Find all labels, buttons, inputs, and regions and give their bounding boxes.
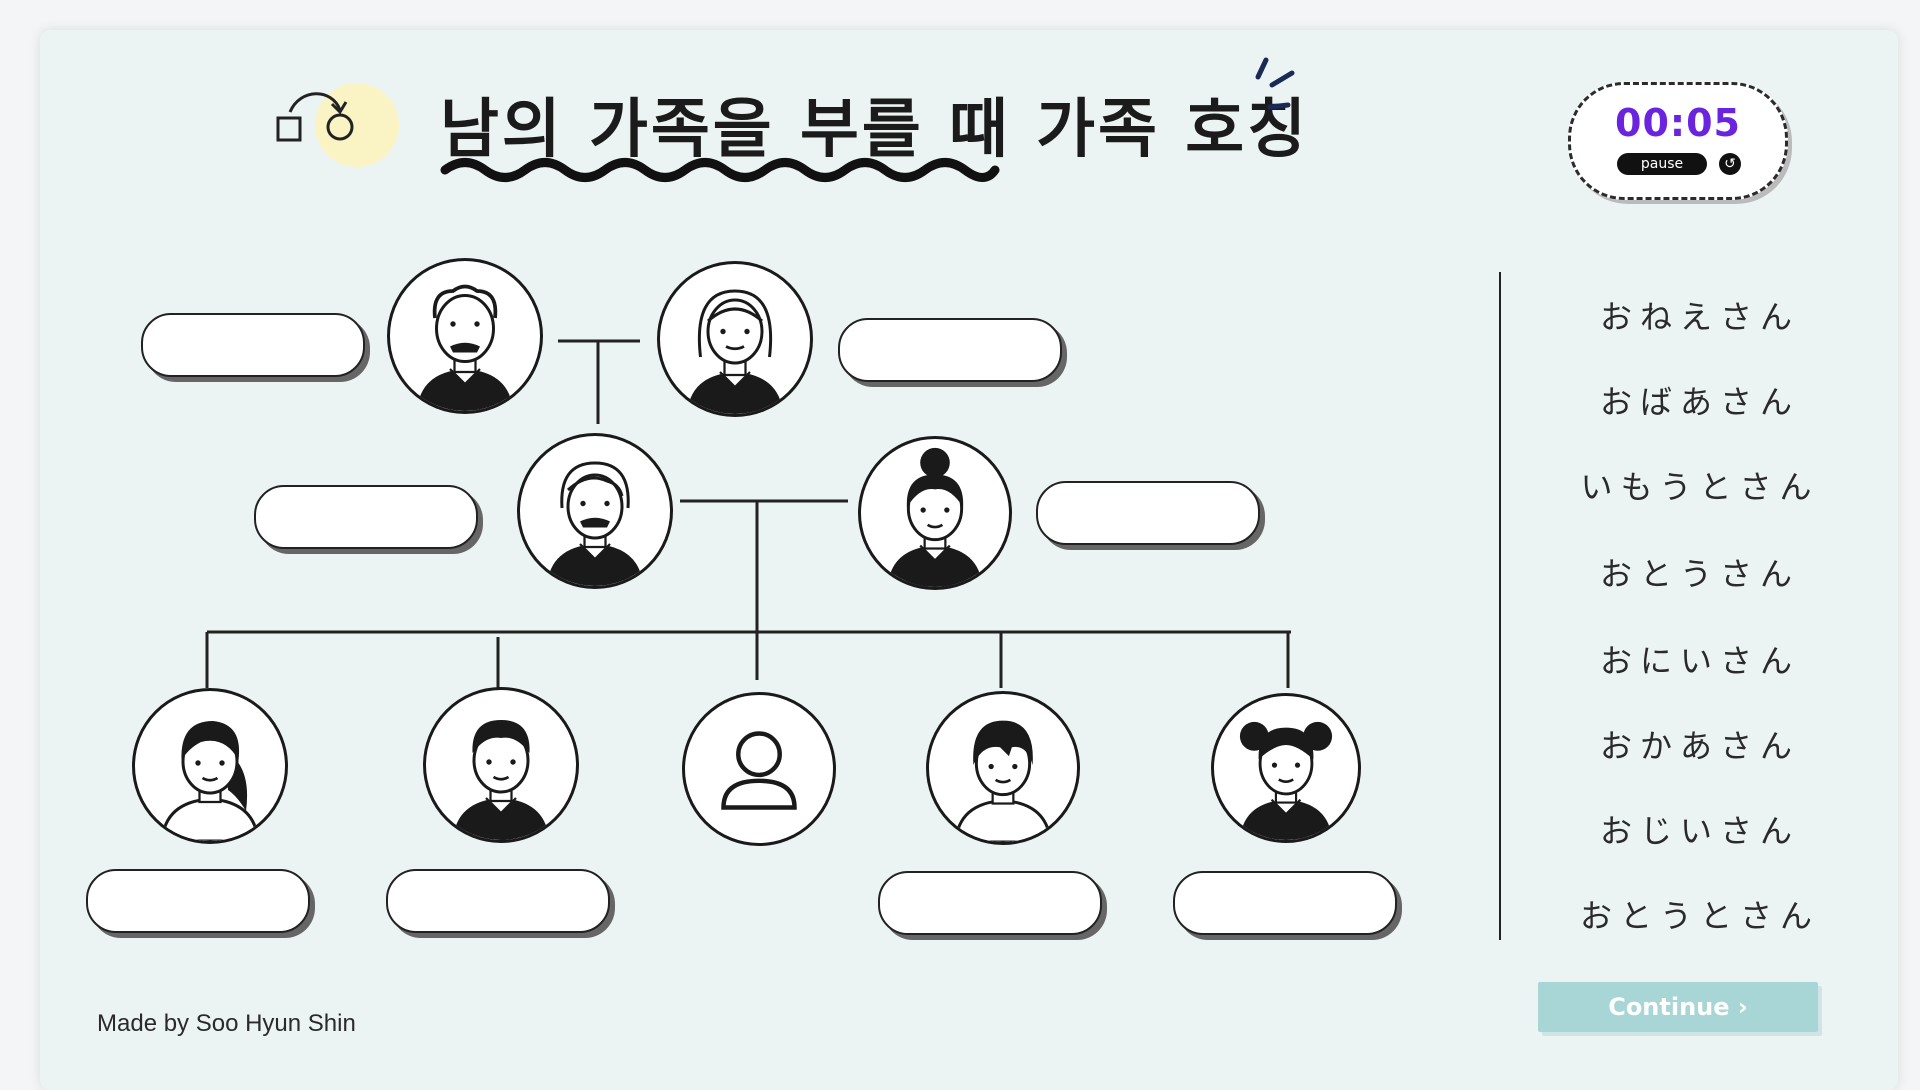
answer-slot-older-brother[interactable] <box>386 869 610 933</box>
avatar-older-sister <box>132 688 288 844</box>
word-option[interactable]: いもうとさん <box>1580 468 1820 506</box>
mother-icon <box>887 447 983 587</box>
credit-text: Made by Soo Hyun Shin <box>97 1010 356 1037</box>
answer-slot-grandmother[interactable] <box>838 318 1062 382</box>
word-bank-divider <box>1499 272 1501 940</box>
answer-slot-father[interactable] <box>254 485 478 549</box>
grandfather-icon <box>417 284 513 411</box>
avatar-younger-brother <box>926 691 1080 845</box>
answer-slot-older-sister[interactable] <box>86 869 310 933</box>
word-option[interactable]: おとうとさん <box>1579 897 1820 935</box>
timer-widget: 00:05 pause ↺ <box>1568 82 1788 200</box>
timer-display: 00:05 <box>1615 101 1741 145</box>
continue-button[interactable]: Continue › <box>1538 982 1818 1032</box>
word-option[interactable]: おかあさん <box>1599 727 1800 765</box>
pause-button[interactable]: pause <box>1617 153 1707 175</box>
avatar-older-brother <box>423 687 579 843</box>
word-option[interactable]: おとうさん <box>1599 555 1800 593</box>
shapes-icon <box>276 83 399 167</box>
avatar-mother <box>858 436 1012 590</box>
title-underline <box>440 158 1000 182</box>
word-option[interactable]: おにいさん <box>1599 642 1800 680</box>
older-sister-icon <box>160 721 260 841</box>
word-option[interactable]: おばあさん <box>1599 383 1800 421</box>
answer-slot-younger-sister[interactable] <box>1173 871 1397 935</box>
avatar-grandfather <box>387 258 543 414</box>
reset-icon[interactable]: ↺ <box>1719 153 1741 175</box>
younger-sister-icon <box>1239 721 1333 840</box>
answer-slot-grandfather[interactable] <box>141 313 365 377</box>
avatar-self <box>682 692 836 846</box>
page-title: 남의 가족을 부를 때 가족 호칭 <box>440 93 1309 167</box>
avatar-grandmother <box>657 261 813 417</box>
sparkle-icon <box>1255 57 1295 110</box>
father-icon <box>547 461 643 586</box>
answer-slot-mother[interactable] <box>1036 481 1260 545</box>
avatar-younger-sister <box>1211 693 1361 843</box>
answer-slot-younger-brother[interactable] <box>878 871 1102 935</box>
avatar-father <box>517 433 673 589</box>
grandmother-icon <box>687 289 783 414</box>
word-option[interactable]: おじいさん <box>1599 812 1800 850</box>
person-icon <box>721 731 797 810</box>
word-option[interactable]: おねえさん <box>1599 298 1800 336</box>
older-brother-icon <box>453 720 549 840</box>
younger-brother-icon <box>954 720 1052 842</box>
